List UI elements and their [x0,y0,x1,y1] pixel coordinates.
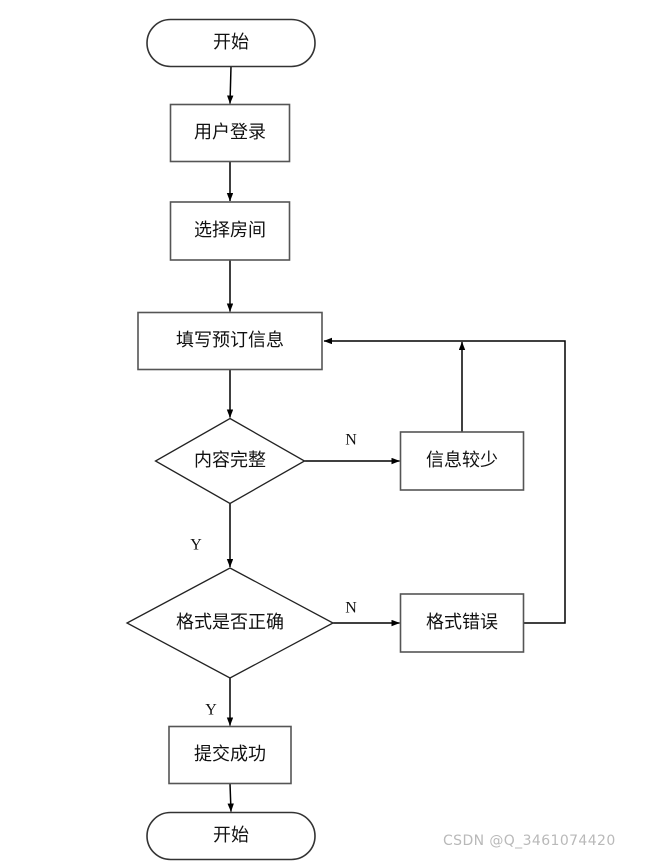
node-label-login: 用户登录 [194,122,266,142]
node-end[interactable]: 开始 [146,811,316,861]
node-start[interactable]: 开始 [146,18,316,68]
node-label-format_err: 格式错误 [426,612,498,632]
label-n-complete: N [345,432,357,449]
node-label-select_room: 选择房间 [194,220,266,240]
edge-submit_ok-to-end [227,783,234,812]
node-label-start: 开始 [213,32,249,52]
decision-shape [154,417,306,505]
edge-start-to-login [227,66,234,104]
node-less_info[interactable]: 信息较少 [399,431,525,491]
node-login[interactable]: 用户登录 [169,103,291,163]
node-label-fill_booking: 填写预订信息 [176,330,284,350]
csdn-watermark: CSDN @Q_3461074420 [443,833,616,849]
process-shape [399,593,525,653]
node-label-end: 开始 [213,825,249,845]
edge-labels-layer: N Y N Y [190,432,357,719]
terminal-shape [146,811,316,861]
process-shape [168,725,292,785]
node-label-submit_ok: 提交成功 [194,744,266,764]
node-label-complete: 内容完整 [194,450,266,470]
process-shape [399,431,525,491]
node-format_ok[interactable]: 格式是否正确 [125,567,335,679]
node-label-format_ok: 格式是否正确 [176,612,284,632]
edges-layer [226,66,566,812]
process-shape [137,311,323,371]
node-select_room[interactable]: 选择房间 [169,201,291,261]
process-shape [169,103,291,163]
label-y-complete: Y [190,537,202,554]
node-fill_booking[interactable]: 填写预订信息 [137,311,323,371]
process-shape [169,201,291,261]
node-complete[interactable]: 内容完整 [154,417,306,505]
terminal-shape [146,18,316,68]
label-y-formatok: Y [205,702,217,719]
node-label-less_info: 信息较少 [426,450,498,470]
node-submit_ok[interactable]: 提交成功 [168,725,292,785]
nodes-layer: 开始用户登录选择房间填写预订信息内容完整信息较少格式是否正确格式错误提交成功开始 [125,18,525,861]
node-format_err[interactable]: 格式错误 [399,593,525,653]
decision-shape [125,567,335,679]
label-n-formatok: N [345,600,357,617]
edge-format_err-to-fill_booking [323,337,566,624]
